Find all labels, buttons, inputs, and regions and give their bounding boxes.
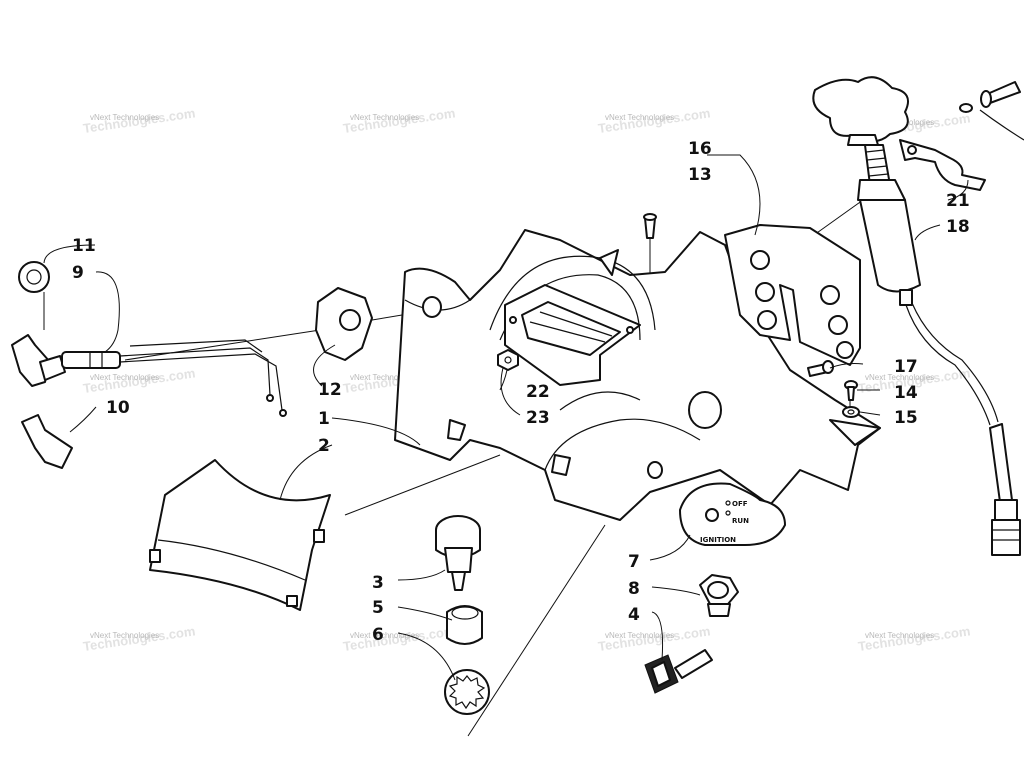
mounting-bracket [724, 224, 861, 366]
callout-21: 21 [946, 191, 970, 211]
callout-8: 8 [628, 579, 640, 599]
callout-14: 14 [894, 383, 918, 403]
callout-4: 4 [628, 605, 640, 625]
light-switch [435, 515, 481, 591]
screw-14 [844, 380, 858, 401]
callout-11: 11 [72, 236, 96, 256]
callout-7: 7 [628, 552, 640, 572]
lock-washer [444, 669, 490, 715]
primer-pump [812, 76, 1024, 556]
ignition-plate: OFF RUN IGNITION [679, 482, 786, 546]
callout-3: 3 [372, 573, 384, 593]
watermark-text-4: vNext Technologies [90, 373, 159, 382]
callout-12: 12 [318, 380, 342, 400]
watermark-text-7: vNext Technologies [865, 373, 934, 382]
gasket-plate [504, 284, 641, 386]
washer-15 [842, 406, 860, 418]
callout-18: 18 [946, 217, 970, 237]
switch-nut [446, 605, 483, 645]
callouts: 1 2 3 4 5 6 7 8 9 10 11 12 13 14 15 16 1… [72, 139, 970, 645]
callout-17: 17 [894, 357, 918, 377]
callout-9: 9 [72, 263, 84, 283]
off-label: OFF [732, 500, 748, 508]
watermark-text-0: vNext Technologies [90, 113, 159, 122]
lower-cover [149, 459, 331, 611]
callout-13: 13 [688, 165, 712, 185]
callout-23: 23 [526, 408, 550, 428]
side-tab [829, 419, 881, 446]
callout-2: 2 [318, 436, 330, 456]
watermark-text-8: vNext Technologies [90, 631, 159, 640]
watermark-text-11: vNext Technologies [865, 631, 934, 640]
callout-6: 6 [372, 625, 384, 645]
ignition-nut [699, 574, 739, 617]
leader-lines [43, 154, 969, 681]
watermark-text-10: vNext Technologies [605, 631, 674, 640]
callout-15: 15 [894, 408, 918, 428]
callout-10: 10 [106, 398, 130, 418]
watermark-text-2: vNext Technologies [605, 113, 674, 122]
run-label: RUN [732, 517, 749, 525]
callout-1: 1 [318, 409, 330, 429]
callout-16: 16 [688, 139, 712, 159]
watermark-text-5: vNext Technologies [350, 373, 419, 382]
screw-17 [807, 360, 834, 377]
screw-13 [643, 213, 657, 239]
nut-23 [497, 349, 519, 371]
watermark-text-1: vNext Technologies [350, 113, 419, 122]
ignition-label: IGNITION [700, 536, 736, 544]
ignition-key [644, 649, 713, 694]
callout-22: 22 [526, 382, 550, 402]
choke-cable-assembly [11, 261, 373, 469]
callout-5: 5 [372, 598, 384, 618]
watermark-text-9: vNext Technologies [350, 631, 419, 640]
